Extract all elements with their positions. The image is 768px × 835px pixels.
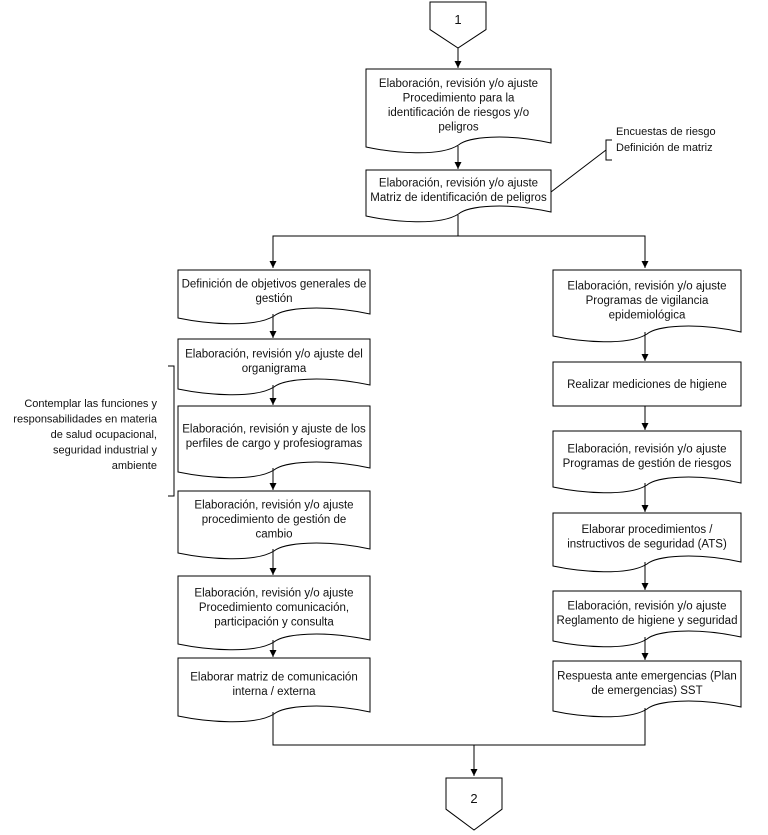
funciones-note: Contemplar las funciones y responsabilida…	[13, 398, 158, 472]
funciones-note-line: responsabilidades en materia	[13, 414, 158, 426]
procedimientos-ats-label: Elaborar procedimientos / instructivos de…	[567, 524, 727, 551]
organigrama-label-line: organigrama	[242, 363, 307, 375]
reglamento-higiene-shape	[552, 590, 742, 648]
perfiles-cargo-box: Elaboración, revisión y ajuste de los per…	[177, 405, 371, 479]
matriz-peligros-label-line: Elaboración, revisión y/o ajuste	[379, 178, 538, 190]
proc-identificacion-shape	[365, 68, 552, 154]
matriz-note-bracket	[605, 139, 612, 161]
plan-emergencias-label: Respuesta ante emergencias (Plan de emerg…	[557, 671, 737, 698]
gestion-cambio-label: Elaboración, revisión y/o ajuste procedim…	[194, 499, 353, 540]
connector-bottom-shape	[445, 777, 503, 831]
funciones-note-line: seguridad industrial y	[53, 445, 157, 457]
plan-emergencias-label-line: Respuesta ante emergencias (Plan	[557, 671, 737, 683]
connector-top-label: 1	[454, 12, 461, 27]
matriz-comunicacion-box: Elaborar matriz de comunicación interna /…	[177, 657, 371, 723]
gestion-riesgos-shape	[552, 430, 742, 494]
matriz-note-leader	[550, 149, 607, 193]
matriz-comunicacion-label-line: interna / externa	[232, 686, 316, 698]
mediciones-higiene-box: Realizar mediciones de higiene	[552, 361, 742, 407]
funciones-note-line: ambiente	[112, 460, 157, 472]
matriz-comunicacion-shape	[177, 657, 371, 723]
objetivos-generales-label-line: gestión	[255, 293, 292, 305]
procedimientos-ats-label-line: Elaborar procedimientos /	[581, 524, 713, 536]
organigrama-label-line: Elaboración, revisión y/o ajuste del	[185, 349, 363, 361]
gestion-cambio-shape	[177, 490, 371, 560]
plan-emergencias-shape	[552, 660, 742, 718]
organigrama-box: Elaboración, revisión y/o ajuste del orga…	[177, 338, 371, 396]
mediciones-higiene-label: Realizar mediciones de higiene	[567, 379, 727, 391]
perfiles-cargo-label: Elaboración, revisión y ajuste de los per…	[182, 424, 366, 451]
procedimientos-ats-shape	[552, 512, 742, 573]
connector-top: 1	[429, 1, 487, 49]
funciones-note-line: Contemplar las funciones y	[24, 398, 157, 410]
matriz-comunicacion-label: Elaborar matriz de comunicación interna /…	[190, 672, 357, 699]
vigilancia-epidemiologica-shape	[552, 269, 742, 343]
merge-line	[272, 708, 646, 746]
matriz-peligros-shape	[365, 169, 552, 223]
gestion-cambio-label-line: Elaboración, revisión y/o ajuste	[194, 499, 353, 511]
objetivos-generales-shape	[177, 269, 371, 325]
plan-emergencias-label-line: de emergencias) SST	[591, 685, 702, 697]
comunicacion-label-line: Elaboración, revisión y/o ajuste	[194, 587, 353, 599]
organigrama-shape	[177, 338, 371, 396]
split-branch-line	[272, 235, 646, 268]
proc-identificacion-label-line: Elaboración, revisión y/o ajuste	[379, 78, 538, 90]
reglamento-higiene-label-line: Elaboración, revisión y/o ajuste	[567, 601, 726, 613]
funciones-note-bracket	[168, 365, 175, 497]
proc-identificacion-label-line: identificación de riesgos y/o	[388, 107, 529, 119]
gestion-riesgos-label-line: Programas de gestión de riesgos	[563, 458, 732, 470]
connector-bottom: 2	[445, 777, 503, 831]
organigrama-label: Elaboración, revisión y/o ajuste del orga…	[185, 349, 363, 376]
funciones-note-line: de salud ocupacional,	[51, 429, 157, 441]
connector-top-shape	[429, 1, 487, 49]
procedimientos-ats-label-line: instructivos de seguridad (ATS)	[567, 539, 727, 551]
proc-identificacion-label-line: Procedimiento para la	[403, 93, 515, 105]
comunicacion-label-line: Procedimiento comunicación,	[199, 602, 349, 614]
matriz-note-line: Encuestas de riesgo	[616, 126, 716, 138]
mediciones-higiene-label-line: Realizar mediciones de higiene	[567, 379, 727, 391]
gestion-cambio-label-line: procedimiento de gestión de	[202, 514, 347, 526]
reglamento-higiene-label-line: Reglamento de higiene y seguridad	[557, 615, 738, 627]
vigilancia-epidemiologica-label-line: Elaboración, revisión y/o ajuste	[567, 280, 726, 292]
procedimientos-ats-box: Elaborar procedimientos / instructivos de…	[552, 512, 742, 573]
connector-bottom-label: 2	[470, 791, 477, 806]
perfiles-cargo-label-line: perfiles de cargo y profesiogramas	[186, 438, 363, 450]
proc-identificacion-label-line: peligros	[438, 122, 479, 134]
matriz-comunicacion-label-line: Elaborar matriz de comunicación	[190, 672, 357, 684]
objetivos-generales-box: Definición de objetivos generales de gest…	[177, 269, 371, 325]
gestion-riesgos-label-line: Elaboración, revisión y/o ajuste	[567, 444, 726, 456]
comunicacion-shape	[177, 575, 371, 651]
perfiles-cargo-shape	[177, 405, 371, 479]
vigilancia-epidemiologica-label-line: Programas de vigilancia	[586, 295, 709, 307]
gestion-cambio-label-line: cambio	[255, 528, 292, 540]
gestion-cambio-box: Elaboración, revisión y/o ajuste procedim…	[177, 490, 371, 560]
plan-emergencias-box: Respuesta ante emergencias (Plan de emerg…	[552, 660, 742, 718]
objetivos-generales-label-line: Definición de objetivos generales de	[182, 279, 367, 291]
comunicacion-label-line: participación y consulta	[214, 616, 334, 628]
vigilancia-epidemiologica-label-line: epidemiológica	[609, 309, 686, 321]
matriz-note-line: Definición de matriz	[616, 142, 713, 154]
mediciones-higiene-shape	[552, 361, 742, 407]
matriz-peligros-label-line: Matriz de identificación de peligros	[370, 192, 547, 204]
perfiles-cargo-label-line: Elaboración, revisión y ajuste de los	[182, 424, 366, 436]
objetivos-generales-label: Definición de objetivos generales de gest…	[182, 279, 367, 306]
